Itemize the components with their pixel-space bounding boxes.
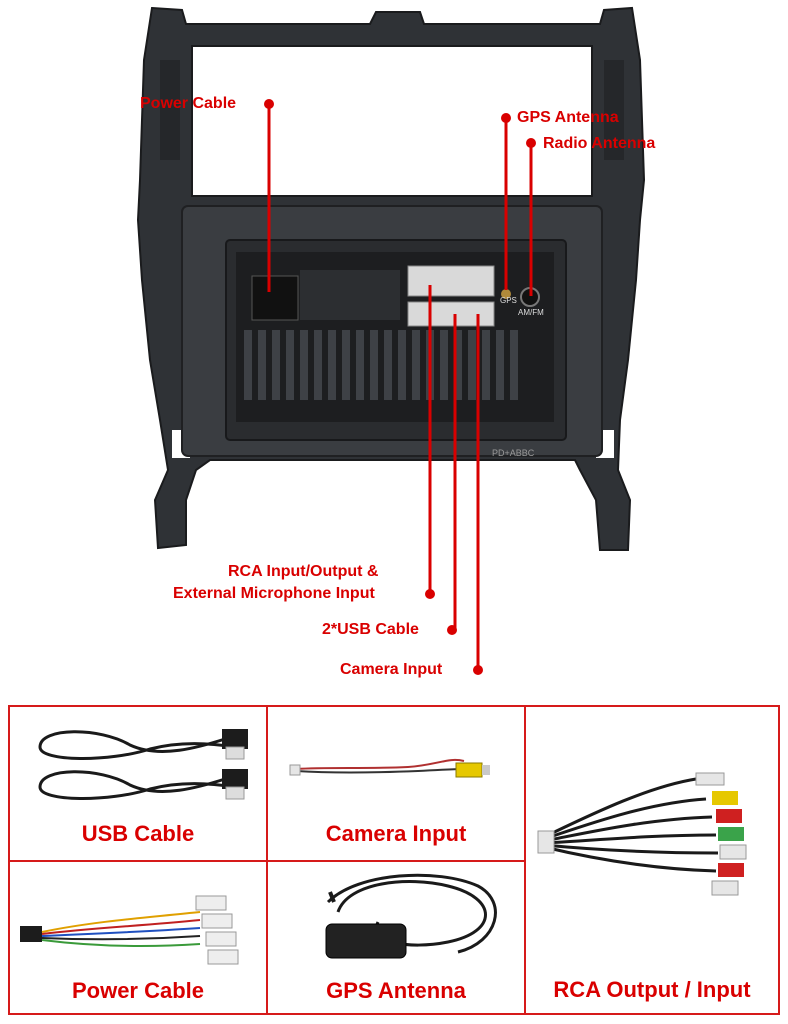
callout-rca-line2: External Microphone Input <box>173 585 375 602</box>
head-unit-diagram: Power Cable GPS Antenna Radio Antenna RC… <box>136 6 656 678</box>
power-cable-label: Power Cable <box>71 978 205 1003</box>
usb-cable-image <box>38 729 248 800</box>
accessories-grid: USB Cable Camera Input <box>8 705 780 1015</box>
am-tag: AM/FM <box>518 308 544 317</box>
callout-power-cable: Power Cable <box>140 95 237 112</box>
power-cable-image <box>20 895 239 965</box>
head-unit-frame <box>136 6 646 675</box>
camera-input-label: Camera Input <box>325 821 467 846</box>
bottom-code: PD+ABBC <box>492 448 535 458</box>
gps-antenna-label: GPS Antenna <box>326 978 466 1003</box>
callout-usb-cable: 2*USB Cable <box>322 621 419 638</box>
callout-camera-input: Camera Input <box>340 661 443 678</box>
gps-antenna-image <box>325 873 497 959</box>
camera-input-image <box>289 758 490 778</box>
callout-radio-antenna: Radio Antenna <box>543 135 656 152</box>
accessory-gps-antenna: GPS Antenna <box>268 862 524 1013</box>
callout-rca-line1: RCA Input/Output & <box>228 563 379 580</box>
accessory-usb-cable: USB Cable <box>10 707 266 860</box>
accessory-camera-input: Camera Input <box>268 707 524 860</box>
accessory-power-cable: Power Cable <box>10 862 266 1013</box>
callout-gps-antenna: GPS Antenna <box>517 109 619 126</box>
rca-label: RCA Output / Input <box>553 977 751 1002</box>
usb-cable-label: USB Cable <box>81 821 195 846</box>
accessory-rca-output-input: RCA Output / Input <box>526 707 778 1013</box>
rca-cable-image <box>537 772 747 896</box>
gps-tag: GPS <box>500 296 517 305</box>
